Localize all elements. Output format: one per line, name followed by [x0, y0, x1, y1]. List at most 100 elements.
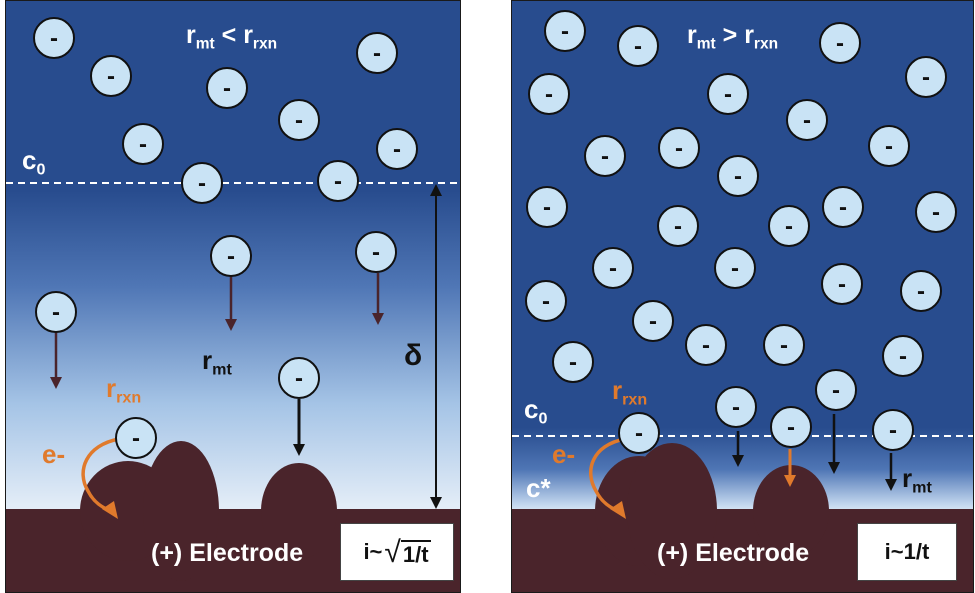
anion: -: [206, 67, 248, 109]
anion: -: [210, 235, 252, 277]
anion-charge: -: [139, 131, 147, 158]
anion: -: [617, 25, 659, 67]
mass-transport-arrow: [430, 184, 442, 321]
anion: -: [122, 123, 164, 165]
current-relation-box: i~1/t: [857, 523, 957, 581]
electrode-label: (+) Electrode: [151, 539, 304, 567]
panel-reaction-limited: ------------------------------- rmt > rr…: [511, 0, 974, 593]
anion: -: [658, 127, 700, 169]
surface-concentration-label: c*: [526, 473, 551, 503]
anion-charge: -: [50, 25, 58, 52]
mass-transport-rate-label: rmt: [202, 345, 232, 379]
anion: -: [685, 324, 727, 366]
anion-charge: -: [932, 199, 940, 226]
anion-charge: -: [132, 425, 140, 452]
electron-label: e-: [552, 439, 576, 469]
anion-charge: -: [649, 308, 657, 335]
mass-transport-arrow: [225, 276, 237, 331]
electrode-label: (+) Electrode: [657, 539, 810, 567]
panel-mass-transport-limited: -------------- rmt < rrxn c0 δ rmt rrxn …: [5, 0, 461, 593]
anion: -: [819, 22, 861, 64]
anion-charge: -: [734, 163, 742, 190]
electron-transfer-arrow: [588, 437, 626, 519]
anion: -: [115, 417, 157, 459]
anion: -: [355, 231, 397, 273]
condition-label: rmt < rrxn: [186, 21, 278, 53]
anion-charge: -: [839, 194, 847, 221]
anion-charge: -: [542, 288, 550, 315]
electrode-deposit: [261, 463, 337, 559]
anion-charge: -: [634, 33, 642, 60]
anion: -: [584, 135, 626, 177]
anion-charge: -: [393, 136, 401, 163]
condition-label: rmt > rrxn: [687, 21, 779, 53]
anion: -: [714, 247, 756, 289]
anion-charge: -: [885, 133, 893, 160]
electrode-deposit: [753, 465, 829, 557]
anion-charge: -: [836, 30, 844, 57]
anion-charge: -: [373, 40, 381, 67]
anion: -: [768, 205, 810, 247]
anion-charge: -: [543, 194, 551, 221]
anion-charge: -: [295, 107, 303, 134]
anion: -: [786, 99, 828, 141]
anion-charge: -: [674, 213, 682, 240]
mass-transport-arrow: [372, 273, 384, 325]
anion: -: [376, 128, 418, 170]
anion-charge: -: [334, 168, 342, 195]
anion-charge: -: [198, 170, 206, 197]
anion-charge: -: [52, 299, 60, 326]
anion: -: [278, 357, 320, 399]
anion-charge: -: [780, 332, 788, 359]
anion: -: [882, 335, 924, 377]
anion-charge: -: [545, 81, 553, 108]
mass-transport-arrow: [732, 431, 744, 467]
anion: -: [900, 270, 942, 312]
anion-charge: -: [724, 81, 732, 108]
anion-charge: -: [899, 343, 907, 370]
anion: -: [770, 406, 812, 448]
anion: -: [317, 160, 359, 202]
anion: -: [618, 412, 660, 454]
anion-charge: -: [227, 243, 235, 270]
reaction-rate-label: rrxn: [612, 375, 648, 409]
anion: -: [763, 324, 805, 366]
anion: -: [707, 73, 749, 115]
anion-charge: -: [803, 107, 811, 134]
anion: -: [821, 263, 863, 305]
anion: -: [356, 32, 398, 74]
anion-charge: -: [569, 349, 577, 376]
anion: -: [657, 205, 699, 247]
anion: -: [632, 300, 674, 342]
anion: -: [552, 341, 594, 383]
mass-transport-arrow: [430, 321, 442, 509]
mass-transport-rate-label: rmt: [902, 463, 932, 497]
anion: -: [872, 409, 914, 451]
anion: -: [915, 191, 957, 233]
anion: -: [278, 99, 320, 141]
anion-charge: -: [223, 75, 231, 102]
anion: -: [715, 386, 757, 428]
electrode-deposit: [143, 441, 219, 581]
reaction-rate-label: rrxn: [106, 373, 142, 407]
anion-charge: -: [889, 417, 897, 444]
anion-charge: -: [295, 365, 303, 392]
bulk-concentration-label: c0: [524, 394, 548, 428]
anion-charge: -: [675, 135, 683, 162]
anion-charge: -: [561, 18, 569, 45]
anion-charge: -: [635, 420, 643, 447]
anion-charge: -: [838, 271, 846, 298]
anion-charge: -: [917, 278, 925, 305]
anion-charge: -: [702, 332, 710, 359]
anion: -: [90, 55, 132, 97]
anion-charge: -: [922, 64, 930, 91]
anion: -: [528, 73, 570, 115]
anion: -: [544, 10, 586, 52]
current-relation-box: i~√1/t: [340, 523, 454, 581]
electron-label: e-: [42, 439, 66, 469]
anion: -: [592, 247, 634, 289]
anion-charge: -: [785, 213, 793, 240]
bulk-concentration-label: c0: [22, 145, 46, 179]
mass-transport-arrow: [885, 453, 897, 491]
right-diagram-canvas: -------------------------------: [512, 1, 973, 592]
